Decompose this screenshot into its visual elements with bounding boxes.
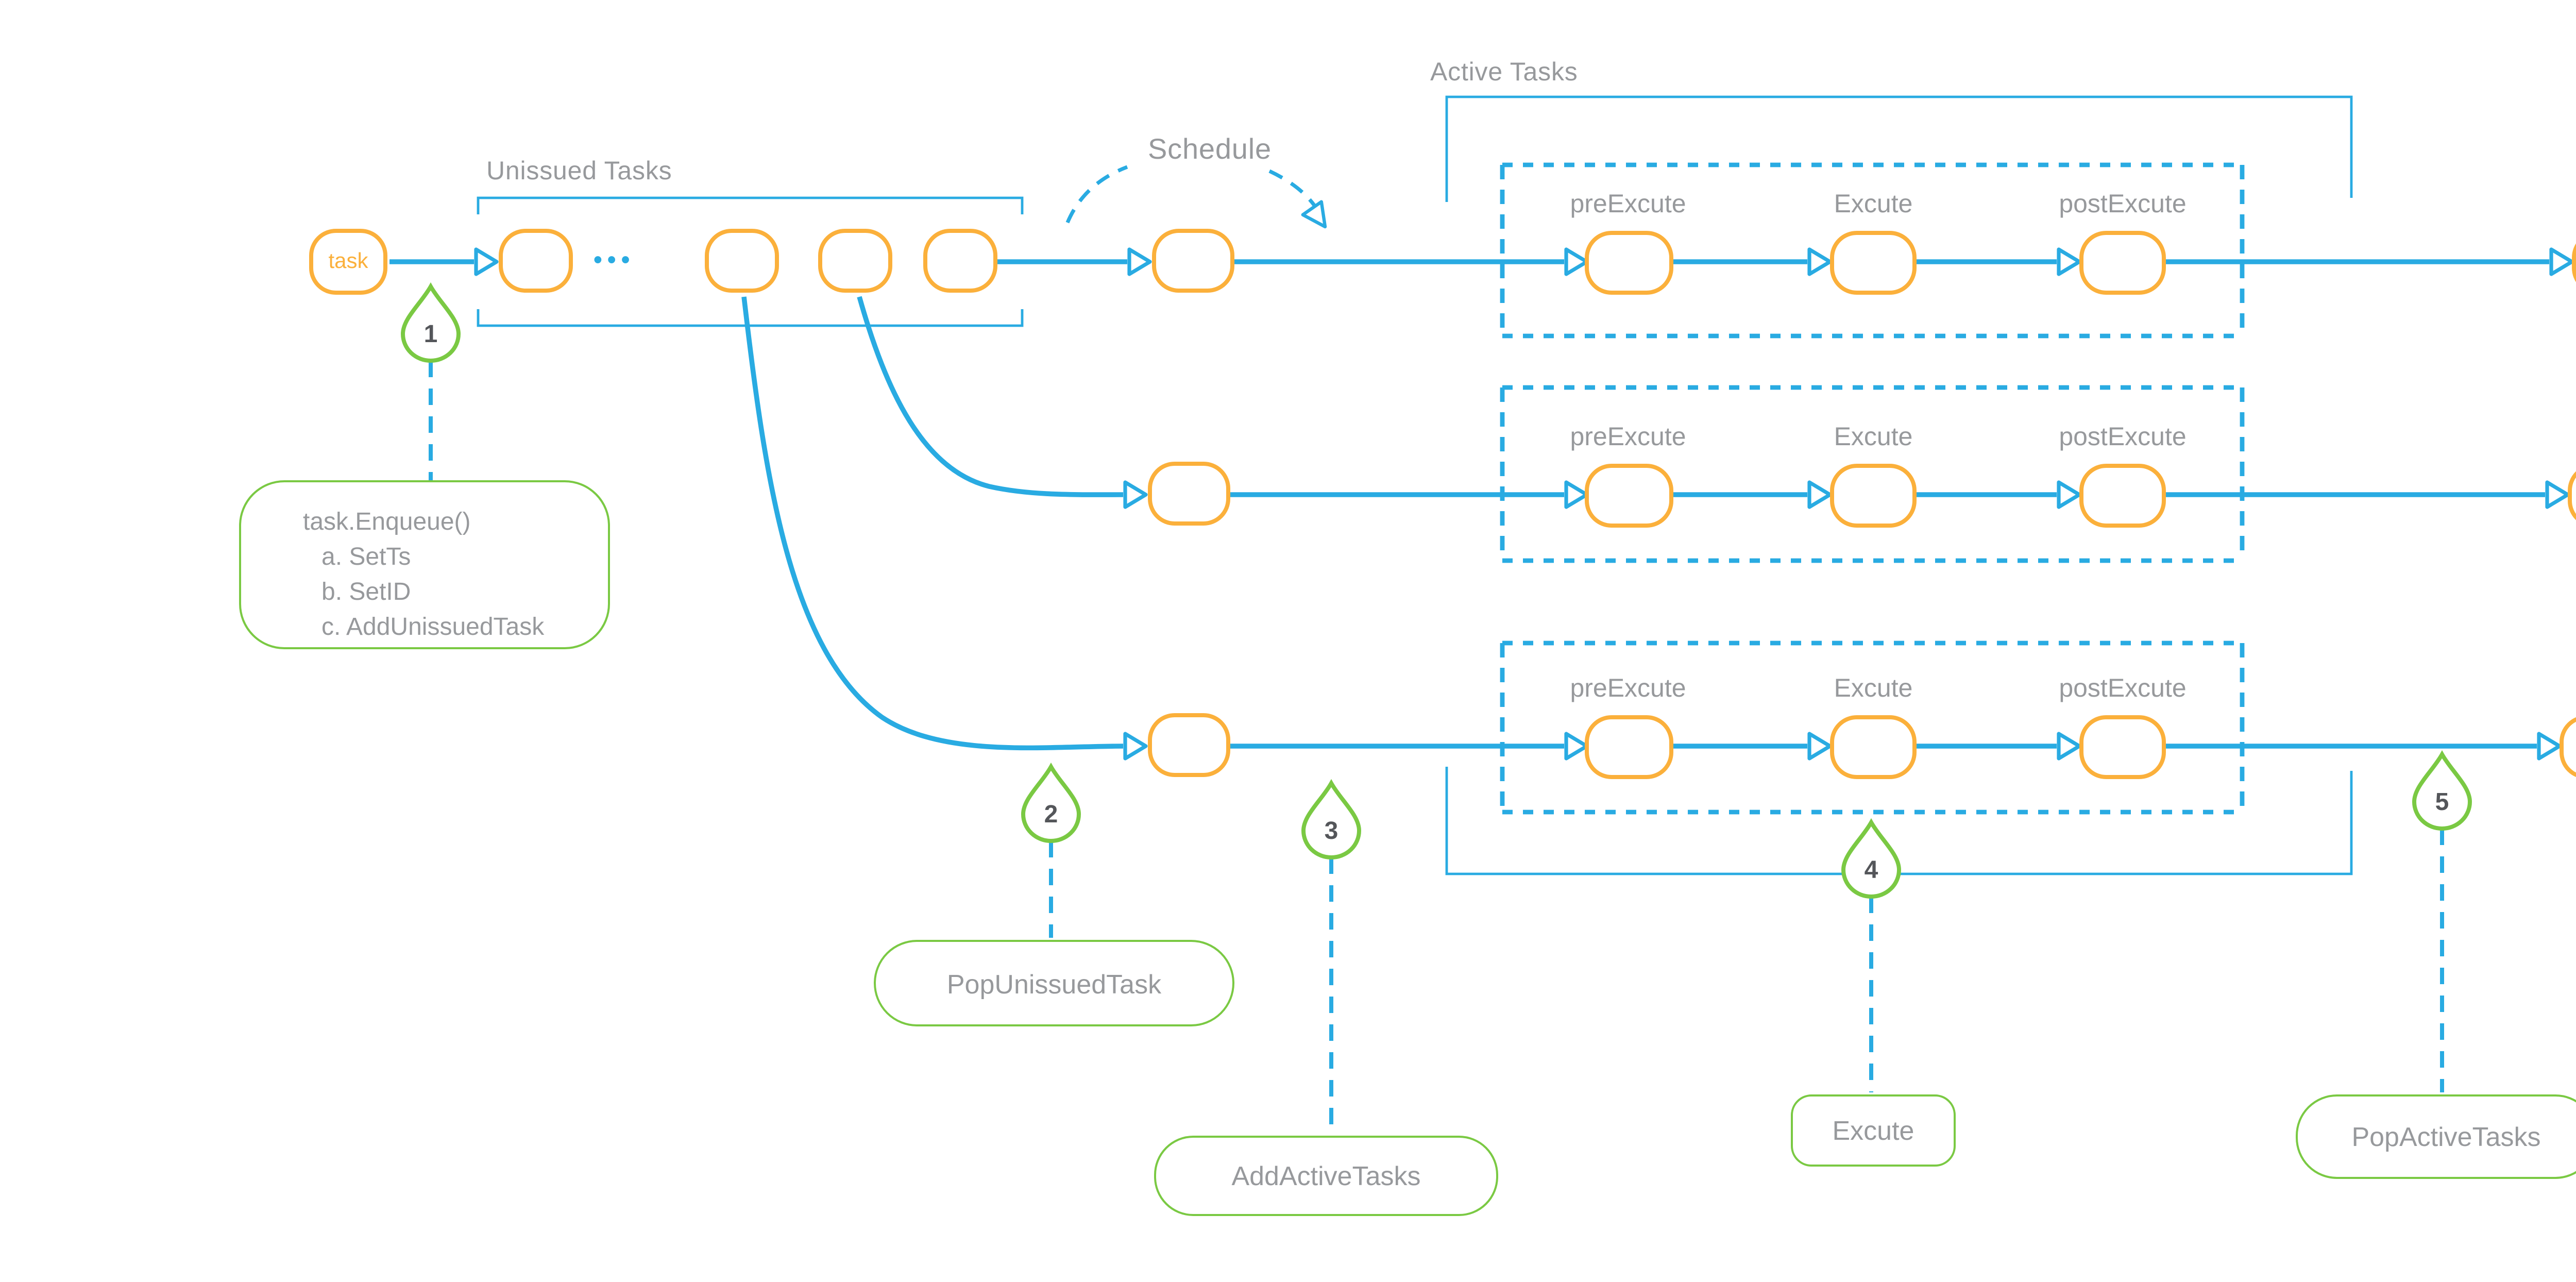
- active-tasks-label: Active Tasks: [1430, 58, 1578, 87]
- queue-ellipsis: •••: [594, 245, 635, 274]
- excute-note: Excute: [1791, 1094, 1956, 1167]
- scheduled-node-row-1: [1152, 229, 1234, 293]
- marker-4-number: 4: [1864, 855, 1878, 884]
- pop-active-tasks-note: PopActiveTasks: [2296, 1094, 2576, 1179]
- active-task-box-row-3: [1500, 640, 2245, 815]
- add-active-tasks-note: AddActiveTasks: [1154, 1136, 1498, 1216]
- task-node-label: task: [328, 249, 368, 274]
- queue-node-4: [923, 229, 997, 293]
- active-tasks-bracket-bottom: [1445, 767, 2353, 875]
- active-tasks-bracket-top: [1445, 95, 2353, 202]
- row-3-post-excute-node: [2079, 715, 2166, 779]
- row-2-post-excute-node: [2079, 464, 2166, 528]
- unissued-tasks-label: Unissued Tasks: [486, 157, 672, 185]
- note-line-enqueue: task.Enqueue(): [303, 507, 471, 536]
- unissued-tasks-bracket-top: [477, 196, 1024, 214]
- marker-1-teardrop: [400, 282, 461, 363]
- row-2-excute-label: Excute: [1834, 423, 1913, 451]
- teardrop-markers: [400, 282, 2472, 899]
- marker-1-note: task.Enqueue() a. SetTs b. SetID c. AddU…: [239, 480, 610, 649]
- note-line-setts: a. SetTs: [321, 542, 411, 571]
- arrowheads: [474, 247, 2574, 761]
- note-line-addunissuedtask: c. AddUnissuedTask: [321, 612, 545, 641]
- queue-node-3: [818, 229, 892, 293]
- queue-node-1: [499, 229, 573, 293]
- row-1-excute-node: [1830, 231, 1917, 295]
- row-2-post-excute-label: postExcute: [2059, 423, 2187, 451]
- schedule-arc-left: [1065, 165, 1128, 224]
- note-line-setid: b. SetID: [321, 577, 411, 606]
- active-task-box-row-1: [1500, 162, 2245, 339]
- marker-2-teardrop: [1021, 762, 1081, 843]
- row-1-pre-excute-node: [1585, 231, 1673, 295]
- row-3-excute-label: Excute: [1834, 674, 1913, 703]
- marker-5-number: 5: [2435, 787, 2449, 816]
- curve-queue-to-row-2: [857, 296, 1124, 497]
- marker-3-number: 3: [1324, 816, 1338, 845]
- marker-2-number: 2: [1044, 800, 1058, 829]
- row-2-pre-excute-label: preExcute: [1570, 423, 1686, 451]
- curve-queue-to-row-3: [741, 296, 1124, 751]
- row-3-post-excute-label: postExcute: [2059, 674, 2187, 703]
- schedule-label: Schedule: [1148, 132, 1272, 165]
- marker-connectors: [429, 361, 2444, 1134]
- scheduled-node-row-2: [1148, 462, 1230, 526]
- row-1-excute-label: Excute: [1834, 190, 1913, 218]
- scheduled-node-row-3: [1148, 713, 1230, 777]
- active-task-box-row-2: [1500, 385, 2245, 563]
- queue-node-2: [705, 229, 779, 293]
- row-2-pre-excute-node: [1585, 464, 1673, 528]
- row-1-pre-excute-label: preExcute: [1570, 190, 1686, 218]
- marker-5-teardrop: [2412, 750, 2472, 831]
- row-1-post-excute-node: [2079, 231, 2166, 295]
- schedule-arc-right: [1268, 169, 1321, 213]
- row-1-post-excute-label: postExcute: [2059, 190, 2187, 218]
- unissued-tasks-bracket-bottom: [477, 309, 1024, 327]
- schedule-arrowhead: [1301, 200, 1327, 229]
- marker-4-teardrop: [1841, 818, 1902, 899]
- task-node: task: [309, 229, 387, 295]
- row-2-excute-node: [1830, 464, 1917, 528]
- marker-1-number: 1: [423, 319, 438, 348]
- row-3-pre-excute-node: [1585, 715, 1673, 779]
- pop-unissued-task-note: PopUnissuedTask: [874, 940, 1234, 1026]
- row-3-pre-excute-label: preExcute: [1570, 674, 1686, 703]
- marker-3-teardrop: [1301, 779, 1362, 859]
- row-3-excute-node: [1830, 715, 1917, 779]
